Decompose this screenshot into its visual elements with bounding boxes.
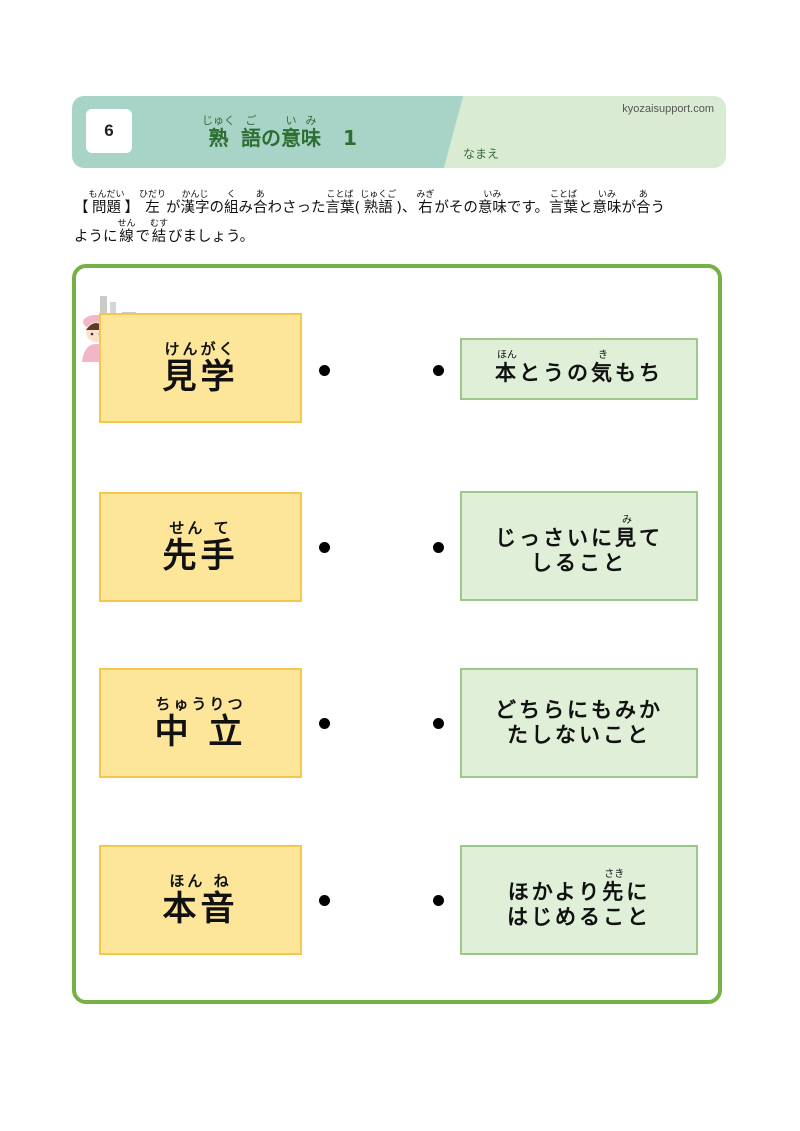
name-label: なまえ <box>463 147 500 161</box>
meaning-line: ほかよりさき先に <box>507 868 651 905</box>
ruby-segment: ことば言葉 <box>325 190 355 216</box>
ruby-segment: う <box>650 200 665 216</box>
meaning-card-4: ほかよりさき先にはじめること <box>460 845 698 955</box>
ruby-segment: み見 <box>615 514 639 550</box>
right-connection-dot-2[interactable] <box>433 542 444 553</box>
title-part-number: 1 <box>343 126 357 150</box>
title-char: の <box>261 126 281 150</box>
ruby-segment: かんじ漢字 <box>180 190 210 216</box>
right-connection-dot-1[interactable] <box>433 365 444 376</box>
word-kanji: 先手 <box>162 536 239 577</box>
word-card-2: せん て 先手 <box>99 492 302 602</box>
ruby-segment: と <box>577 200 593 216</box>
ruby-segment: き気 <box>591 350 615 386</box>
ruby-segment: て <box>639 525 663 550</box>
ruby-segment: の <box>209 200 225 216</box>
word-reading: せん て <box>169 519 232 538</box>
ruby-segment: じゅくご熟語 <box>360 190 397 216</box>
ruby-segment: わさった <box>267 200 326 216</box>
meaning-line: どちらにもみか <box>495 698 663 723</box>
ruby-segment: たしないこと <box>507 723 651 747</box>
matching-panel <box>72 264 722 1004</box>
ruby-segment: に <box>626 879 651 904</box>
worksheet-header: 6 じゅく熟 ご語 の い意 み味 1 kyozaisupport.com なま… <box>72 96 726 168</box>
ruby-segment: ように <box>74 229 118 246</box>
ruby-segment: ( <box>354 200 361 216</box>
word-kanji: 見学 <box>162 357 239 398</box>
meaning-card-3: どちらにもみかたしないこと <box>460 668 698 778</box>
instructions-line-2: ようにせん線でむす結びましょう。 <box>74 219 734 246</box>
meaning-line: ほん本とうのき気もち <box>495 351 663 386</box>
meaning-line: はじめること <box>507 905 651 930</box>
word-kanji: 本音 <box>162 889 239 930</box>
right-connection-dot-3[interactable] <box>433 718 444 729</box>
meaning-line: たしないこと <box>507 723 651 748</box>
ruby-segment: さき先 <box>602 868 627 904</box>
title-char: ご語 <box>241 114 261 150</box>
ruby-segment: )、 <box>396 200 417 216</box>
title-char: い意 <box>281 114 301 150</box>
ruby-segment: み <box>238 200 254 216</box>
worksheet-title: じゅく熟 ご語 の い意 み味 1 <box>202 114 357 150</box>
meaning-line: しること <box>531 551 627 576</box>
ruby-segment: びましょう。 <box>168 229 255 246</box>
left-connection-dot-2[interactable] <box>319 542 330 553</box>
ruby-segment: あ合 <box>253 190 268 216</box>
ruby-segment: いみ意味 <box>592 190 622 216</box>
ruby-segment: ことば言葉 <box>548 190 578 216</box>
left-connection-dot-1[interactable] <box>319 365 330 376</box>
left-connection-dot-4[interactable] <box>319 895 330 906</box>
ruby-segment: ひだり左 <box>139 190 167 216</box>
ruby-segment: はじめること <box>507 905 651 929</box>
ruby-segment: 】 <box>124 200 140 216</box>
ruby-segment: どちらにもみか <box>495 697 663 722</box>
meaning-card-2: じっさいにみ見てしること <box>460 491 698 601</box>
word-card-1: けんがく 見学 <box>99 313 302 423</box>
ruby-segment: じっさいに <box>495 525 615 550</box>
word-card-4: ほん ね 本音 <box>99 845 302 955</box>
worksheet-number: 6 <box>86 109 132 153</box>
instructions-line-1: 【もんだい問題】ひだり左がかんじ漢字のく組みあ合わさったことば言葉(じゅくご熟語… <box>74 190 734 217</box>
word-card-3: ちゅうりつ 中 立 <box>99 668 302 778</box>
title-char: み味 <box>301 114 321 150</box>
ruby-segment: もんだい問題 <box>88 190 125 216</box>
word-reading: ちゅうりつ <box>155 695 246 714</box>
word-kanji: 中 立 <box>154 712 247 753</box>
ruby-segment: あ合 <box>635 190 651 216</box>
ruby-segment: が <box>621 200 636 216</box>
site-url: kyozaisupport.com <box>622 103 714 115</box>
ruby-segment: がその <box>434 200 478 216</box>
ruby-segment: く組 <box>224 190 239 216</box>
ruby-segment: が <box>166 200 181 216</box>
title-char: じゅく熟 <box>202 114 235 150</box>
ruby-segment: せん線 <box>117 219 136 246</box>
ruby-segment: ほかより <box>507 879 603 904</box>
instructions: 【もんだい問題】ひだり左がかんじ漢字のく組みあ合わさったことば言葉(じゅくご熟語… <box>74 190 734 247</box>
ruby-segment: とうの <box>519 361 591 386</box>
ruby-segment: みぎ右 <box>416 190 435 216</box>
meaning-card-1: ほん本とうのき気もち <box>460 338 698 400</box>
right-connection-dot-4[interactable] <box>433 895 444 906</box>
ruby-segment: で <box>135 229 151 246</box>
left-connection-dot-3[interactable] <box>319 718 330 729</box>
ruby-segment: です。 <box>506 200 549 216</box>
ruby-segment: 【 <box>74 200 89 216</box>
word-reading: ほん ね <box>169 872 232 891</box>
word-reading: けんがく <box>164 340 237 359</box>
meaning-line: じっさいにみ見て <box>495 514 663 551</box>
ruby-segment: もち <box>615 361 663 386</box>
ruby-segment: しること <box>531 551 627 575</box>
ruby-segment: むす結 <box>150 219 169 246</box>
ruby-segment: いみ意味 <box>477 190 507 216</box>
ruby-segment: ほん本 <box>495 350 519 386</box>
